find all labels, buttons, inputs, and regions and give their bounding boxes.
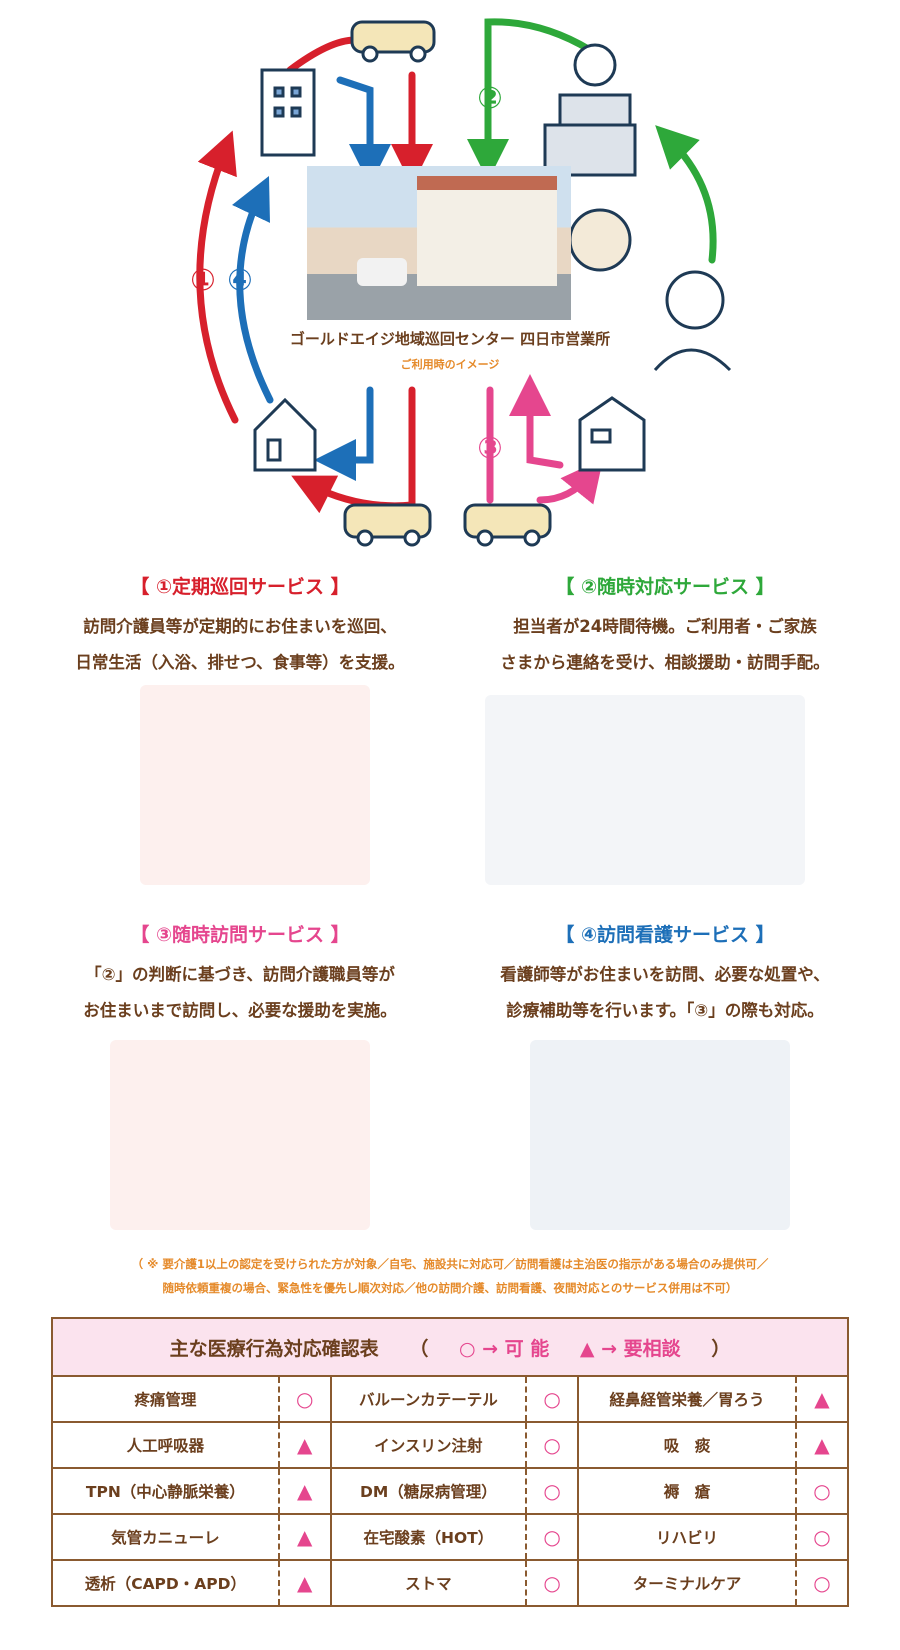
arrow-4-up [232, 176, 274, 404]
arrow-4-down2 [314, 386, 374, 481]
availability-mark: ○ [525, 1514, 579, 1561]
office-name: ゴールドエイジ地域巡回センター 四日市営業所 [289, 330, 611, 348]
table-header: 主な医療行為対応確認表 （ ○ → 可 能 ▲ → 要相談 ） [52, 1318, 848, 1377]
paren: ） [711, 1337, 731, 1360]
procedure-name: 吸 痰 [577, 1422, 796, 1469]
availability-mark: ▲ [277, 1422, 331, 1469]
table-row: 気管カニューレ▲在宅酸素（HOT）○リハビリ○ [52, 1514, 848, 1561]
medical-procedure-table: 主な医療行為対応確認表 （ ○ → 可 能 ▲ → 要相談 ） 疼痛管理○バルー… [51, 1317, 849, 1607]
service-1-line: 日常生活（入浴、排せつ、食事等）を支援。 [75, 653, 405, 672]
service-flow-diagram: ① ④ ② ③ ゴールドエイジ地域巡回センター 四日市営業所 ご利用時のイメージ [0, 0, 900, 560]
caller-icon [568, 208, 732, 372]
table-row: 透析（CAPD・APD）▲ストマ○ターミナルケア○ [52, 1560, 848, 1607]
procedure-name: 気管カニューレ [52, 1514, 279, 1561]
service-2-line: さまから連絡を受け、相談援助・訪問手配。 [500, 653, 830, 672]
availability-mark: ▲ [795, 1422, 848, 1469]
house-icon-2 [578, 396, 646, 472]
marker-2: ② [477, 81, 502, 116]
availability-mark: ○ [277, 1376, 331, 1423]
arrow-2-top [467, 18, 594, 181]
marker-4: ④ [227, 263, 252, 298]
marker-3: ③ [477, 431, 502, 466]
car-icon-3 [463, 503, 552, 547]
service-1-title: 【 ①定期巡回サービス 】 [130, 576, 350, 598]
availability-mark: ▲ [277, 1514, 331, 1561]
procedure-name: 在宅酸素（HOT） [329, 1514, 527, 1561]
procedure-name: 経鼻経管栄養／胃ろう [577, 1376, 796, 1423]
operator-icon [543, 43, 637, 177]
service-3-line: 「②」の判断に基づき、訪問介護職員等が [85, 965, 395, 984]
availability-mark: ○ [525, 1560, 579, 1607]
procedure-name: DM（糖尿病管理） [329, 1468, 527, 1515]
procedure-name: 疼痛管理 [52, 1376, 279, 1423]
service-2: 【 ②随時対応サービス 】 担当者が24時間待機。ご利用者・ご家族 さまから連絡… [455, 572, 875, 681]
service-3-line: お住まいまで訪問し、必要な援助を実施。 [83, 1001, 397, 1020]
procedure-name: 人工呼吸器 [52, 1422, 279, 1469]
house-icon [253, 397, 317, 472]
image-caption: ご利用時のイメージ [400, 358, 500, 371]
eligibility-note: （ ※ 要介護1以上の認定を受けられた方が対象／自宅、施設共に対応可／訪問看護は… [20, 1252, 880, 1300]
service-1: 【 ①定期巡回サービス 】 訪問介護員等が定期的にお住まいを巡回、 日常生活（入… [30, 572, 450, 681]
availability-mark: ▲ [277, 1468, 331, 1515]
service-3-title: 【 ③随時訪問サービス 】 [130, 924, 350, 946]
procedure-name: インスリン注射 [329, 1422, 527, 1469]
meal-assist-illustration [110, 1040, 370, 1230]
flow-arrows: ① ④ ② ③ [190, 18, 732, 547]
table-row: 人工呼吸器▲インスリン注射○吸 痰▲ [52, 1422, 848, 1469]
availability-mark: ○ [525, 1376, 579, 1423]
paren: （ [409, 1337, 429, 1360]
legend-possible: ○ → 可 能 [458, 1337, 550, 1360]
table-title: 主な医療行為対応確認表 [169, 1337, 379, 1360]
procedure-name: ターミナルケア [577, 1560, 796, 1607]
note-line: （ ※ 要介護1以上の認定を受けられた方が対象／自宅、施設共に対応可／訪問看護は… [131, 1257, 769, 1271]
procedure-name: ストマ [329, 1560, 527, 1607]
service-2-line: 担当者が24時間待機。ご利用者・ご家族 [513, 617, 817, 636]
arrow-1-up [196, 130, 239, 424]
procedure-name: 透析（CAPD・APD） [52, 1560, 279, 1607]
nursing-illustration [530, 1040, 790, 1230]
availability-mark: ○ [795, 1514, 848, 1561]
arrow-1-down2 [291, 386, 416, 514]
arrow-1-top [286, 36, 359, 74]
availability-mark: ○ [795, 1560, 848, 1607]
service-1-line: 訪問介護員等が定期的にお住まいを巡回、 [83, 617, 397, 636]
home-care-illustration [140, 685, 370, 885]
service-4: 【 ④訪問看護サービス 】 看護師等がお住まいを訪問、必要な処置や、 診療補助等… [455, 920, 875, 1029]
availability-mark: ▲ [795, 1376, 848, 1423]
legend-consult: ▲ → 要相談 [579, 1337, 681, 1360]
availability-mark: ○ [525, 1468, 579, 1515]
service-4-line: 診療補助等を行います。「③」の際も対応。 [506, 1001, 824, 1020]
availability-mark: ○ [795, 1468, 848, 1515]
note-line: 随時依頼重複の場合、緊急性を優先し順次対応／他の訪問介護、訪問看護、夜間対応との… [162, 1281, 738, 1295]
availability-mark: ○ [525, 1422, 579, 1469]
call-center-illustration [485, 695, 805, 885]
service-2-title: 【 ②随時対応サービス 】 [555, 576, 775, 598]
procedure-name: リハビリ [577, 1514, 796, 1561]
service-3: 【 ③随時訪問サービス 】 「②」の判断に基づき、訪問介護職員等が お住まいまで… [30, 920, 450, 1029]
car-icon [350, 20, 436, 63]
table-row: TPN（中心静脈栄養）▲DM（糖尿病管理）○褥 瘡○ [52, 1468, 848, 1515]
service-4-line: 看護師等がお住まいを訪問、必要な処置や、 [500, 965, 830, 984]
procedure-name: バルーンカテーテル [329, 1376, 527, 1423]
procedure-name: TPN（中心静脈栄養） [52, 1468, 279, 1515]
table-row: 疼痛管理○バルーンカテーテル○経鼻経管栄養／胃ろう▲ [52, 1376, 848, 1423]
procedure-name: 褥 瘡 [577, 1468, 796, 1515]
arrow-2-up [655, 125, 717, 264]
marker-1: ① [190, 263, 215, 298]
office-building-icon [260, 68, 316, 157]
arrow-3-right [536, 458, 604, 505]
arrow-4-down [336, 76, 391, 186]
car-icon-2 [343, 503, 432, 547]
service-4-title: 【 ④訪問看護サービス 】 [555, 924, 775, 946]
office-photo [307, 166, 571, 320]
arrow-3-up2 [509, 374, 564, 469]
availability-mark: ▲ [277, 1560, 331, 1607]
